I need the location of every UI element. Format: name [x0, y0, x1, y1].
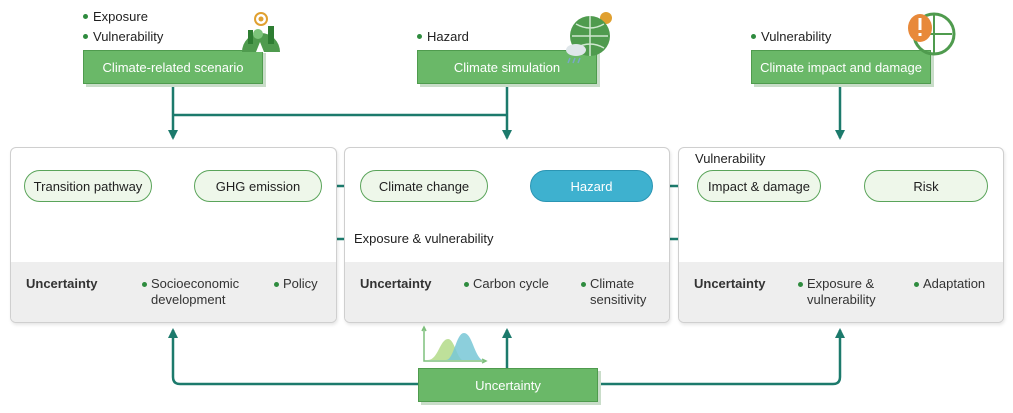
- node-hazard: Hazard: [530, 170, 653, 202]
- distribution-chart-icon: [421, 325, 488, 364]
- uncertainty-item-policy: Policy: [274, 276, 318, 292]
- uncertainty-item-adaptation: Adaptation: [914, 276, 985, 292]
- climate-related-scenario-box: Climate-related scenario: [83, 50, 263, 84]
- uncertainty-label-left: Uncertainty: [26, 276, 98, 291]
- tag-vulnerability-impact: Vulnerability: [751, 29, 831, 44]
- uncertainty-right-arrow: [597, 328, 845, 386]
- uncertainty-box: Uncertainty: [418, 368, 598, 402]
- node-risk: Risk: [864, 170, 988, 202]
- globe-weather-icon: [566, 12, 612, 64]
- exposure-vulnerability-link-label: Exposure & vulnerability: [350, 231, 498, 246]
- uncertainty-label-middle: Uncertainty: [360, 276, 432, 291]
- uncertainty-item-exposure-vulnerability: Exposure &vulnerability: [798, 276, 876, 308]
- tag-vulnerability: Vulnerability: [83, 29, 163, 44]
- climate-simulation-box: Climate simulation: [417, 50, 597, 84]
- globe-warning-icon: [908, 12, 956, 56]
- city-nature-icon: [242, 12, 280, 52]
- node-ghg-emission: GHG emission: [194, 170, 322, 202]
- climate-impact-damage-box: Climate impact and damage: [751, 50, 931, 84]
- tag-hazard: Hazard: [417, 29, 469, 44]
- uncertainty-left-arrow: [168, 328, 418, 386]
- node-climate-change: Climate change: [360, 170, 488, 202]
- panel-vulnerability-label: Vulnerability: [695, 151, 766, 166]
- uncertainty-item-carbon-cycle: Carbon cycle: [464, 276, 549, 292]
- uncertainty-label-right: Uncertainty: [694, 276, 766, 291]
- tag-exposure: Exposure: [83, 9, 148, 24]
- node-transition-pathway: Transition pathway: [24, 170, 152, 202]
- node-impact-damage: Impact & damage: [697, 170, 821, 202]
